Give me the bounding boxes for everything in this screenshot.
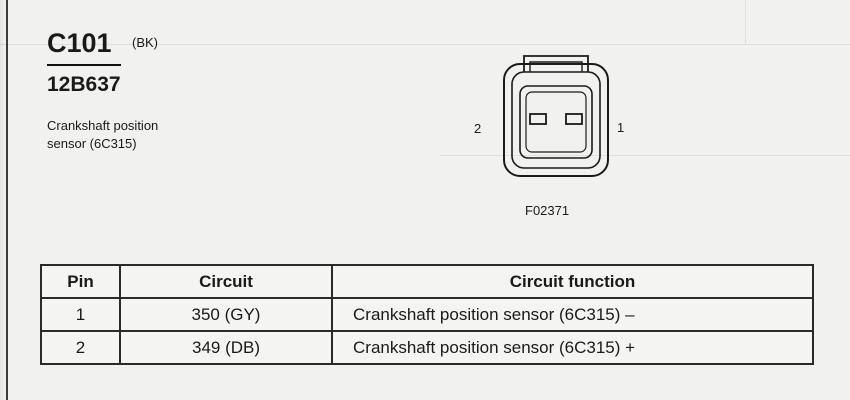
cell-circuit-function: Crankshaft position sensor (6C315) – [331, 297, 814, 332]
bleed-through-line [745, 0, 746, 44]
connector-inner-shell [511, 71, 601, 169]
header-pin: Pin [40, 264, 121, 299]
connector-face-diagram [503, 55, 609, 177]
connector-id-underline [47, 64, 121, 66]
description-line-2: sensor (6C315) [47, 136, 137, 151]
connector-id: C101 [47, 28, 112, 58]
connector-description: Crankshaft position sensor (6C315) [47, 117, 247, 153]
table-row: 1 350 (GY) Crankshaft position sensor (6… [40, 297, 814, 332]
part-number: 12B637 [47, 73, 121, 96]
pin-2-label: 2 [474, 121, 482, 136]
header-circuit-function: Circuit function [331, 264, 814, 299]
connector-color-code: (BK) [132, 35, 158, 50]
locking-tab [523, 55, 589, 72]
bleed-through-line [440, 155, 850, 156]
figure-id: F02371 [525, 203, 570, 218]
cell-pin: 1 [40, 297, 121, 332]
cell-pin: 2 [40, 330, 121, 365]
locking-tab-inner [529, 61, 583, 72]
terminal-cavity-inner [525, 91, 587, 153]
cell-circuit-function: Crankshaft position sensor (6C315) + [331, 330, 814, 365]
page-binding-edge [6, 0, 8, 400]
bleed-through-line [0, 44, 850, 45]
table-row: 2 349 (DB) Crankshaft position sensor (6… [40, 330, 814, 365]
cell-circuit: 349 (DB) [119, 330, 333, 365]
cell-circuit: 350 (GY) [119, 297, 333, 332]
terminal-cavity-frame [519, 85, 593, 159]
pin-2-terminal [529, 113, 547, 125]
pin-1-terminal [565, 113, 583, 125]
description-line-1: Crankshaft position [47, 118, 159, 133]
pin-table: Pin Circuit Circuit function 1 350 (GY) … [40, 264, 814, 365]
pin-1-label: 1 [617, 120, 625, 135]
header-circuit: Circuit [119, 264, 333, 299]
connector-outer-shell [503, 63, 609, 177]
pin-table-header-row: Pin Circuit Circuit function [40, 264, 814, 299]
